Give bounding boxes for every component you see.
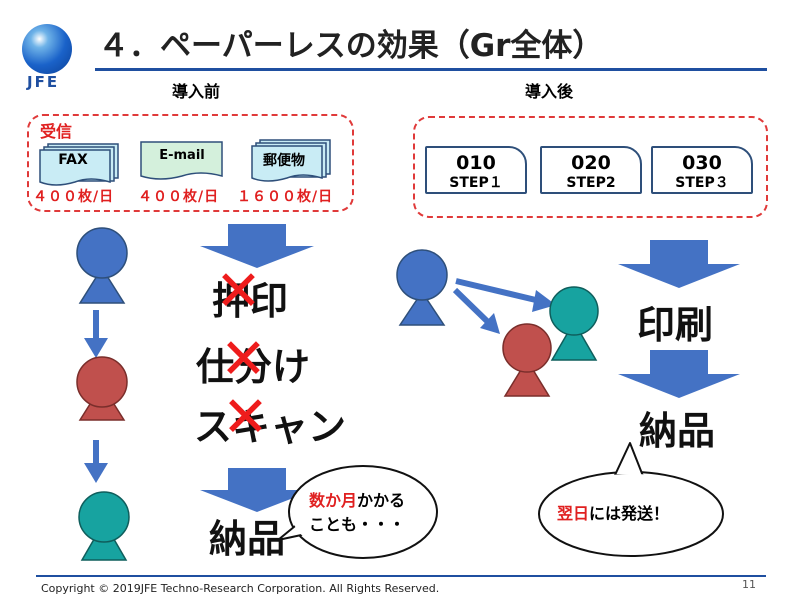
- fax-document-icon: [39, 143, 119, 186]
- title-divider: [95, 68, 767, 71]
- receive-title: 受信: [40, 122, 73, 141]
- step-number: 030: [682, 152, 722, 174]
- person-teal-icon: [549, 286, 599, 361]
- fax-label: FAX: [58, 152, 88, 168]
- page-number: 11: [742, 578, 756, 591]
- mail-label: 郵便物: [263, 153, 305, 169]
- block-arrow-down-icon: [618, 240, 740, 288]
- speech-bubble-before: [277, 465, 438, 559]
- bubble-before-highlight: 数か月: [309, 491, 358, 510]
- before-label: 導入前: [172, 82, 221, 101]
- arrow-down-icon: [84, 440, 108, 483]
- bubble-after-rest: には発送！: [589, 504, 670, 523]
- email-document-icon: [140, 141, 223, 180]
- step-card-2: 020 STEP2: [540, 146, 642, 194]
- arrow-down-icon: [84, 310, 108, 358]
- bubble-before-line1: 数か月かかる: [309, 489, 405, 513]
- page-title: ４．ペーパーレスの効果（Gr全体）: [98, 28, 604, 64]
- process-stamp: 押印: [212, 279, 289, 323]
- step-card-1: 010 STEP１: [425, 146, 527, 194]
- step-label: STEP2: [566, 175, 616, 191]
- step-number: 010: [456, 152, 496, 174]
- copyright: Copyright © 2019JFE Techno-Research Corp…: [41, 582, 440, 595]
- email-count: ４００枚/日: [138, 189, 220, 205]
- speech-bubble-after: [538, 442, 724, 557]
- steps-box: [413, 116, 768, 218]
- fax-count: ４００枚/日: [33, 189, 115, 205]
- block-arrow-down-icon: [200, 224, 314, 268]
- receive-documents-svg: [39, 139, 331, 186]
- bubble-after-highlight: 翌日: [557, 504, 590, 523]
- arrow-right-icon: [452, 287, 500, 334]
- logo-text: JFE: [27, 73, 60, 91]
- block-arrow-down-icon: [200, 468, 314, 512]
- step-label: STEP１: [449, 175, 503, 191]
- after-print: 印刷: [637, 303, 714, 347]
- cross-mark-icon: ✕: [220, 327, 267, 392]
- bubble-after-line: 翌日には発送！: [557, 502, 669, 526]
- process-sort: 仕分け: [196, 345, 311, 389]
- person-blue-icon: [76, 227, 128, 304]
- step-label: STEP３: [675, 175, 729, 191]
- before-delivery: 納品: [209, 517, 286, 561]
- email-label: E-mail: [159, 148, 205, 163]
- after-delivery: 納品: [639, 409, 716, 453]
- step-number: 020: [571, 152, 611, 174]
- block-arrow-down-icon: [618, 350, 740, 398]
- bubble-before-rest: かかる: [357, 491, 406, 510]
- process-scan: スキャン: [194, 405, 347, 449]
- jfe-logo-icon: [22, 24, 72, 74]
- cross-mark-icon: ✕: [215, 259, 262, 324]
- cross-mark-icon: ✕: [222, 385, 269, 450]
- receive-box: [27, 114, 354, 212]
- person-red-icon: [502, 323, 552, 397]
- footer-divider: [36, 575, 766, 577]
- person-teal-icon: [78, 491, 130, 561]
- after-label: 導入後: [525, 82, 574, 101]
- step-card-3: 030 STEP３: [651, 146, 753, 194]
- mail-count: １６００枚/日: [237, 189, 334, 205]
- postal-mail-document-icon: [251, 139, 331, 182]
- person-blue-icon: [396, 249, 448, 326]
- bubble-before-line2: ことも・・・: [309, 515, 406, 534]
- person-red-icon: [76, 356, 128, 421]
